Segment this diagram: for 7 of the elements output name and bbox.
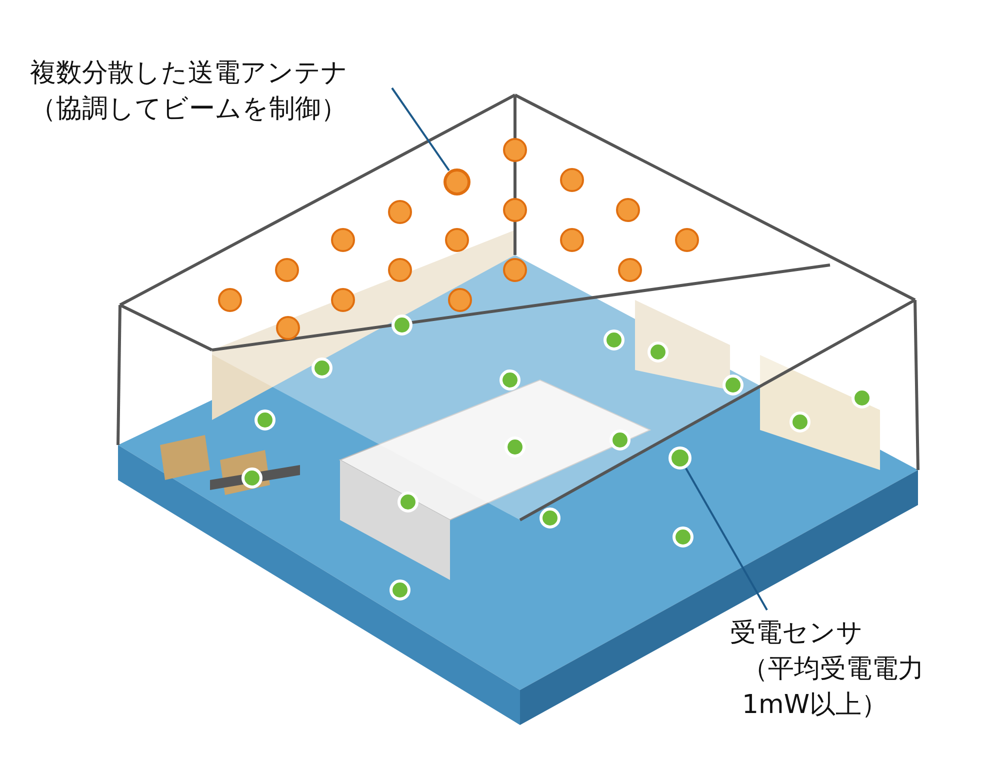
- callout-text: 複数分散した送電アンテナ（協調してビームを制御）: [30, 57, 349, 126]
- callout-text: 受電センサ: [730, 617, 863, 650]
- leader-line: [685, 468, 768, 610]
- antenna-dot: [444, 168, 470, 196]
- callout-text: （平均受電電力1mW以上）: [741, 653, 925, 722]
- leader-line: [391, 87, 450, 172]
- sensor-dot: [668, 446, 692, 470]
